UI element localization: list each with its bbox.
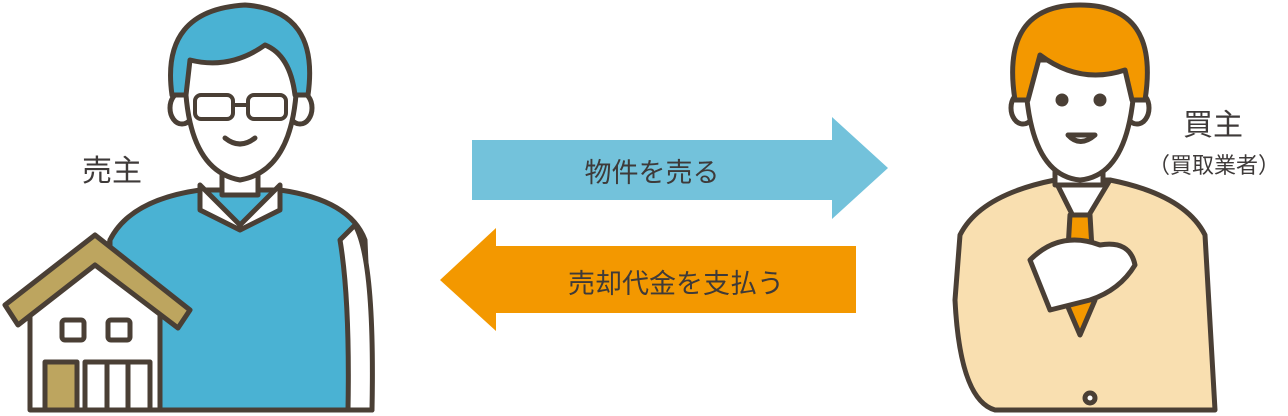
sell-arrow-label: 物件を売る	[584, 158, 720, 189]
buyer-figure	[952, 2, 1218, 413]
sell-arrow	[472, 117, 888, 219]
buyer-label: 買主	[1183, 108, 1243, 143]
seller-label: 売主	[82, 154, 142, 189]
pay-arrow	[440, 228, 856, 331]
pay-arrow-label: 売却代金を支払う	[568, 269, 784, 300]
seller-figure	[98, 2, 375, 413]
buyer-sublabel: （買取業者）	[1148, 154, 1281, 179]
house-icon	[2, 232, 193, 413]
